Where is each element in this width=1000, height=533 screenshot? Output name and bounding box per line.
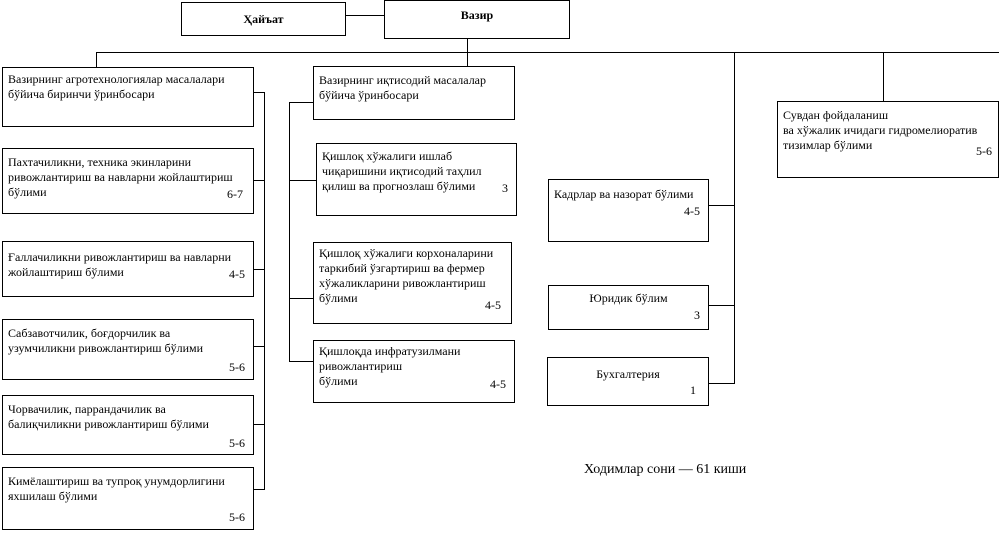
agro-dept-staff: 4-5: [229, 267, 245, 281]
connector: [289, 298, 313, 299]
deputy-agro-box: Вазирнинг агротехнологиялар масалалари б…: [2, 67, 254, 127]
council-box: Ҳайъат: [181, 2, 346, 36]
water-unit-staff: 5-6: [976, 144, 992, 158]
agro-dept-name: Сабзавотчилик, боғдорчилик ва узумчиликн…: [8, 326, 204, 355]
unit-staff: 4-5: [684, 204, 700, 218]
agro-dept-staff: 6-7: [227, 187, 243, 201]
agro-dept-box: Чорвачилик, паррандачилик ва балиқчиликн…: [2, 395, 254, 455]
agro-dept-staff: 5-6: [229, 436, 245, 450]
connector: [708, 383, 735, 384]
connector: [289, 102, 314, 103]
agro-dept-box: Пахтачиликни, техника экинларини ривожла…: [2, 148, 254, 214]
connector: [708, 205, 735, 206]
connector: [253, 269, 265, 270]
connector: [289, 102, 290, 362]
connector: [264, 92, 265, 490]
econ-dept-box: Қишлоқ хўжалиги корхоналарини таркибий ў…: [313, 242, 512, 324]
econ-dept-box: Қишлоқда инфратузилмани ривожлантириш бў…: [313, 340, 515, 403]
connector: [708, 305, 735, 306]
unit-box: Юридик бўлим 3: [548, 285, 709, 330]
econ-dept-name: Қишлоқ хўжалиги ишлаб чиқаришини иқтисод…: [322, 149, 482, 193]
deputy-agro-title: Вазирнинг агротехнологиялар масалалари б…: [8, 72, 225, 101]
minister-box: Вазир: [384, 0, 570, 39]
connector: [253, 92, 265, 93]
agro-dept-box: Сабзавотчилик, боғдорчилик ва узумчиликн…: [2, 319, 254, 380]
unit-staff: 3: [694, 308, 700, 322]
deputy-econ-title: Вазирнинг иқтисодий масалалар бўйича ўри…: [319, 73, 487, 102]
agro-dept-name: Ғаллачиликни ривожлантириш ва навларни ж…: [8, 250, 232, 279]
connector: [883, 52, 884, 102]
econ-dept-staff: 4-5: [485, 298, 501, 312]
agro-dept-box: Кимёлаштириш ва тупроқ унумдорлигини яхш…: [2, 467, 254, 530]
water-unit-name: Сувдан фойдаланиш ва хўжалик ичидаги гид…: [783, 108, 978, 152]
agro-dept-name: Пахтачиликни, техника экинларини ривожла…: [8, 155, 233, 199]
agro-dept-staff: 5-6: [229, 360, 245, 374]
agro-dept-staff: 5-6: [229, 510, 245, 524]
connector: [289, 361, 313, 362]
minister-label: Вазир: [460, 8, 494, 22]
staff-total: Ходимлар сони — 61 киши: [584, 462, 747, 477]
econ-dept-name: Қишлоқда инфратузилмани ривожлантириш бў…: [319, 344, 461, 388]
unit-name: Бухгалтерия: [596, 367, 660, 381]
econ-dept-box: Қишлоқ хўжалиги ишлаб чиқаришини иқтисод…: [316, 143, 517, 216]
connector: [253, 424, 265, 425]
unit-box: Бухгалтерия 1: [547, 357, 709, 406]
council-label: Ҳайъат: [243, 12, 284, 26]
agro-dept-name: Кимёлаштириш ва тупроқ унумдорлигини яхш…: [8, 474, 225, 503]
econ-dept-name: Қишлоқ хўжалиги корхоналарини таркибий ў…: [319, 246, 494, 305]
deputy-econ-box: Вазирнинг иқтисодий масалалар бўйича ўри…: [313, 66, 515, 120]
unit-staff: 1: [690, 383, 696, 397]
connector: [96, 52, 97, 68]
unit-box: Кадрлар ва назорат бўлими 4-5: [548, 179, 709, 242]
connector: [467, 52, 468, 66]
connector: [253, 346, 265, 347]
connector: [253, 489, 265, 490]
econ-dept-staff: 4-5: [490, 377, 506, 391]
water-unit-box: Сувдан фойдаланиш ва хўжалик ичидаги гид…: [777, 101, 999, 178]
unit-name: Кадрлар ва назорат бўлими: [554, 187, 694, 201]
econ-dept-staff: 3: [502, 181, 508, 195]
connector: [96, 52, 999, 53]
connector: [289, 180, 316, 181]
connector: [253, 180, 265, 181]
agro-dept-box: Ғаллачиликни ривожлантириш ва навларни ж…: [2, 241, 254, 297]
agro-dept-name: Чорвачилик, паррандачилик ва балиқчиликн…: [8, 402, 209, 431]
connector: [467, 38, 468, 52]
unit-name: Юридик бўлим: [589, 291, 668, 305]
connector: [734, 52, 735, 384]
connector: [345, 15, 385, 16]
